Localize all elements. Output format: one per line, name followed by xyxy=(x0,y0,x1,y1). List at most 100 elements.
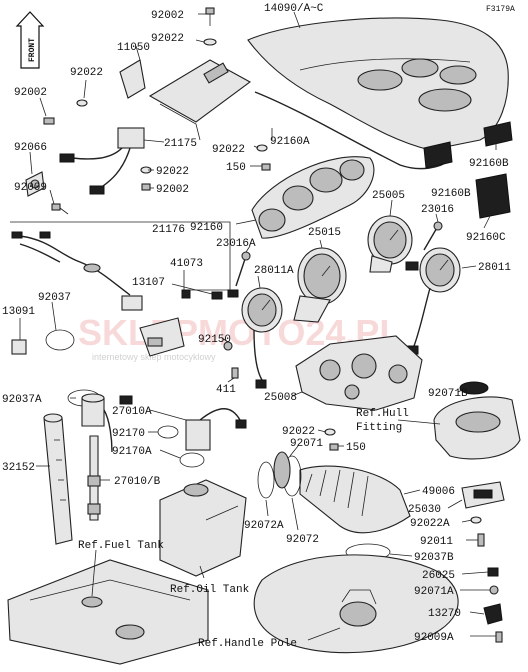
label-23016a: 23016A xyxy=(216,238,256,250)
grommet-92066 xyxy=(25,171,45,197)
watermark-tagline: internetowy sklep motocyklowy xyxy=(92,352,216,362)
bolt-150-top xyxy=(261,163,271,171)
label-92071: 92071 xyxy=(290,438,323,450)
label-92022-top: 92022 xyxy=(151,33,184,45)
label-92037: 92037 xyxy=(38,292,71,304)
label-92037a: 92037A xyxy=(2,394,42,406)
pad-92160b-lower xyxy=(423,141,453,169)
label-11050: 11050 xyxy=(117,42,150,54)
label-25015: 25015 xyxy=(308,227,341,239)
screw-92011 xyxy=(477,533,485,547)
gauge-28011 xyxy=(407,247,461,355)
label-92009a: 92009A xyxy=(414,632,454,644)
label-92072a: 92072A xyxy=(244,520,284,532)
label-27010b: 27010/B xyxy=(114,476,161,488)
front-arrow: FRONT xyxy=(15,11,45,69)
label-25030: 25030 xyxy=(408,504,441,516)
ring-92072a xyxy=(257,461,275,499)
oil-tank xyxy=(159,479,247,577)
reference-labels: Ref.Hull Fitting Ref.Fuel Tank Ref.Oil T… xyxy=(78,408,409,650)
label-25008: 25008 xyxy=(264,392,297,404)
label-92160b-2: 92160B xyxy=(431,188,471,200)
gauge-25015 xyxy=(293,247,347,323)
handle-pole xyxy=(253,554,459,654)
label-92170a: 92170A xyxy=(112,446,152,458)
label-27010a: 27010A xyxy=(112,406,152,418)
wiring-harness-21176 xyxy=(10,221,231,311)
ref-hull-fitting-line1: Ref.Hull xyxy=(356,408,409,420)
label-92170: 92170 xyxy=(112,428,145,440)
cap-26025 xyxy=(487,567,499,577)
clamp-92170 xyxy=(157,425,179,439)
label-92160: 92160 xyxy=(190,222,223,234)
gauge-housing-92160 xyxy=(251,156,375,239)
clamp-92037 xyxy=(45,329,75,351)
label-14090: 14090/A~C xyxy=(264,3,324,15)
bracket-25008 xyxy=(295,335,423,411)
screw-92009a xyxy=(495,631,503,643)
part-labels: 92002 92022 14090/A~C 11050 92022 92002 … xyxy=(2,3,511,644)
label-92071a: 92071A xyxy=(414,586,454,598)
label-13091: 13091 xyxy=(2,306,35,318)
label-92160a: 92160A xyxy=(270,136,310,148)
oil-pump-27010a xyxy=(81,393,133,453)
relay-21175 xyxy=(59,127,145,195)
sender-23016a xyxy=(227,251,251,298)
bracket-11050 xyxy=(119,59,252,141)
label-92022a: 92022A xyxy=(410,518,450,530)
bolt-92002-top xyxy=(205,7,215,26)
duct-49006 xyxy=(299,465,411,534)
pad-92160b-upper xyxy=(483,121,513,147)
gauge-25005 xyxy=(367,215,413,273)
label-92022-low: 92022 xyxy=(282,426,315,438)
washer-92022-low xyxy=(324,428,336,436)
switch-25030 xyxy=(461,481,505,509)
label-32152: 32152 xyxy=(2,462,35,474)
sensor-plate xyxy=(139,317,185,357)
holder-13091 xyxy=(11,339,27,355)
label-411: 411 xyxy=(216,384,236,396)
front-arrow-label: FRONT xyxy=(28,38,37,62)
label-49006: 49006 xyxy=(422,486,455,498)
cover-seal-92160a xyxy=(254,91,451,170)
seal-92071b xyxy=(459,381,489,395)
label-13107: 13107 xyxy=(132,277,165,289)
label-92002-top: 92002 xyxy=(151,10,184,22)
fuel-tank xyxy=(7,559,209,665)
label-26025: 26025 xyxy=(422,570,455,582)
connector-13107 xyxy=(211,291,223,300)
gauge-28011a xyxy=(241,287,283,389)
label-92022-right: 92022 xyxy=(212,144,245,156)
label-92022-mid: 92022 xyxy=(156,166,189,178)
fuel-pipe-32152 xyxy=(43,413,73,545)
label-92037b: 92037B xyxy=(414,552,454,564)
leader-lines xyxy=(19,11,497,641)
label-25005: 25005 xyxy=(372,190,405,202)
instrument-cover xyxy=(247,17,509,151)
label-92160b-1: 92160B xyxy=(469,158,509,170)
label-92002-left: 92002 xyxy=(14,87,47,99)
label-92022-left: 92022 xyxy=(70,67,103,79)
bolt-92002-left xyxy=(43,117,55,125)
seal-92071a xyxy=(489,585,499,595)
label-92071b: 92071B xyxy=(428,388,468,400)
label-92002-mid: 92002 xyxy=(156,184,189,196)
hull-fitting xyxy=(433,396,521,460)
label-92160c: 92160C xyxy=(466,232,506,244)
label-92009: 92009 xyxy=(14,182,47,194)
bolt-411 xyxy=(231,367,239,379)
label-92066: 92066 xyxy=(14,142,47,154)
bolt-92002-mid xyxy=(141,183,151,191)
label-41073: 41073 xyxy=(170,258,203,270)
label-21176: 21176 xyxy=(152,224,185,236)
hose-27010 xyxy=(185,408,247,451)
clamp-92170a xyxy=(179,452,205,468)
washer-92022-right xyxy=(256,144,268,152)
cover-13270 xyxy=(483,603,503,625)
label-23016: 23016 xyxy=(421,204,454,216)
figure-code: F3179A xyxy=(486,5,515,14)
washer-92022a xyxy=(470,516,482,524)
connector-41073 xyxy=(181,289,191,299)
bolt-150-low xyxy=(329,443,339,451)
